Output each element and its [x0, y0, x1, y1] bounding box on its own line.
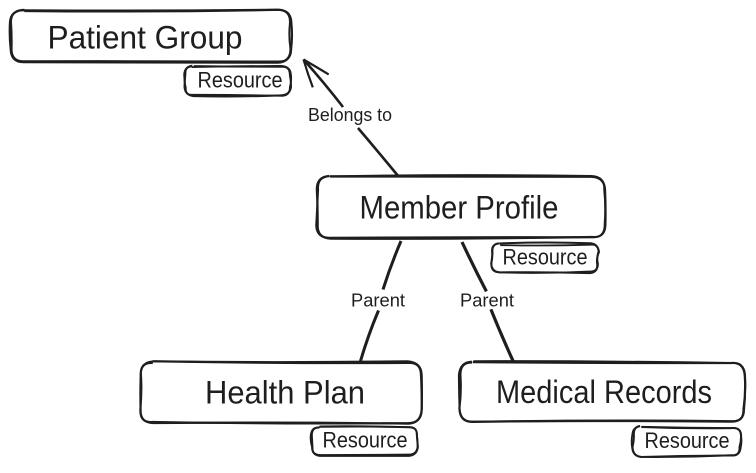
svg-text:Resource: Resource	[503, 245, 588, 270]
svg-text:Parent: Parent	[351, 291, 405, 311]
svg-text:Medical Records: Medical Records	[496, 374, 712, 410]
svg-text:Member Profile: Member Profile	[360, 190, 559, 226]
svg-text:Parent: Parent	[460, 291, 514, 311]
svg-text:Belongs to: Belongs to	[308, 105, 392, 125]
svg-text:Resource: Resource	[198, 68, 283, 93]
svg-text:Health Plan: Health Plan	[205, 375, 365, 411]
svg-text:Patient Group: Patient Group	[48, 19, 243, 55]
svg-text:Resource: Resource	[645, 428, 730, 453]
svg-text:Resource: Resource	[323, 428, 408, 453]
